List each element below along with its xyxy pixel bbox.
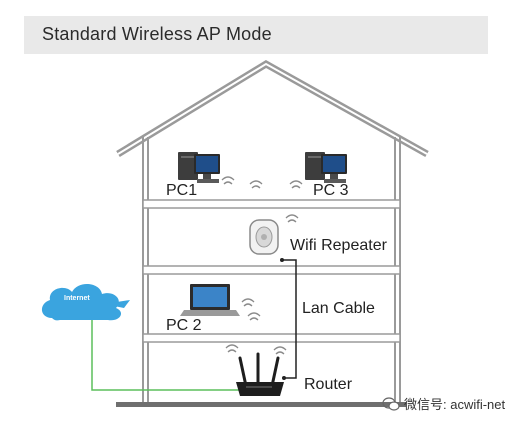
wifi-repeater-label: Wifi Repeater bbox=[290, 237, 387, 254]
pc1-label: PC1 bbox=[166, 182, 198, 199]
floors bbox=[142, 199, 401, 343]
diagram-title: Standard Wireless AP Mode bbox=[42, 24, 272, 44]
router-icon bbox=[236, 352, 284, 396]
wifi-repeater-icon bbox=[249, 214, 299, 255]
internet-label: Internet bbox=[64, 295, 90, 302]
cloud-icon bbox=[41, 283, 130, 321]
wifi-signal-icon bbox=[225, 344, 287, 355]
wifi-signal-icon bbox=[221, 176, 303, 189]
pc2-label: PC 2 bbox=[166, 317, 202, 334]
header-bar: Standard Wireless AP Mode bbox=[24, 16, 488, 54]
lan-cable-line bbox=[282, 259, 297, 379]
wifi-signal-icon bbox=[241, 298, 261, 321]
desktop-pc-icon bbox=[178, 152, 220, 183]
wechat-icon bbox=[382, 396, 400, 411]
laptop-icon bbox=[180, 284, 240, 316]
watermark-text: 微信号: acwifi-net bbox=[404, 397, 506, 412]
lan-cable-label: Lan Cable bbox=[302, 300, 375, 317]
router-label: Router bbox=[304, 376, 353, 393]
pc3-label: PC 3 bbox=[313, 182, 349, 199]
internet-line bbox=[91, 320, 240, 391]
desktop-pc-icon bbox=[305, 152, 347, 183]
roof bbox=[116, 59, 429, 158]
watermark: 微信号: acwifi-net bbox=[382, 394, 505, 413]
ground-line bbox=[116, 402, 406, 407]
